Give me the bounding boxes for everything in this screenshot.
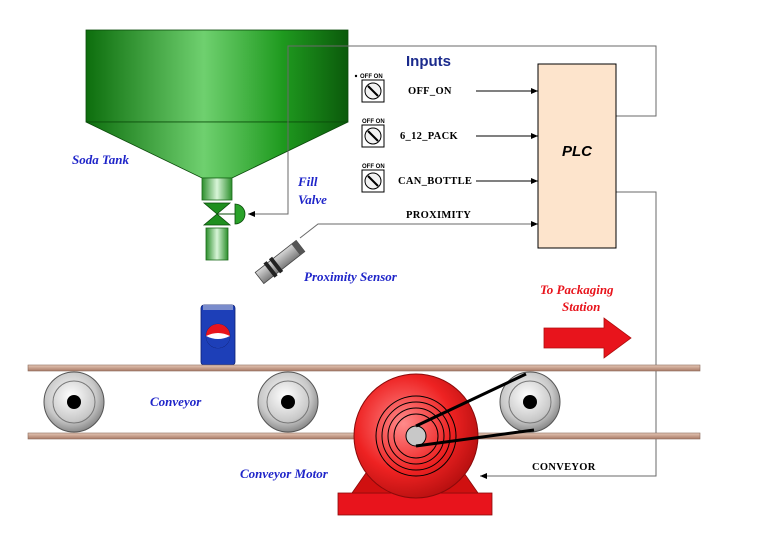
label-fill: Fill (297, 174, 318, 189)
label-valve: Valve (298, 192, 327, 207)
proximity-sensor (254, 239, 306, 285)
wiring (248, 45, 657, 479)
soda-can (200, 304, 236, 366)
conveyor-roller (43, 371, 105, 433)
label-proximity-sensor: Proximity Sensor (304, 269, 398, 284)
switch-indicator-dot (354, 74, 358, 78)
switch-off-on[interactable]: OFF ON (354, 74, 385, 103)
signal-can-bottle: CAN_BOTTLE (398, 176, 472, 187)
plc-label: PLC (562, 143, 593, 160)
switch-tag: OFF ON (362, 164, 385, 170)
signal-conveyor: CONVEYOR (532, 462, 596, 473)
label-station: Station (562, 299, 600, 314)
inputs-heading: Inputs (406, 53, 451, 70)
fill-valve (202, 202, 246, 261)
soda-tank (85, 29, 349, 201)
label-conveyor: Conveyor (150, 394, 202, 409)
right-arrow-icon (543, 317, 632, 359)
conveyor-motor (337, 372, 535, 516)
signal-proximity: PROXIMITY (406, 210, 471, 221)
signal-6-12-pack: 6_12_PACK (400, 131, 458, 142)
label-soda-tank: Soda Tank (72, 152, 129, 167)
switch-6-12-pack[interactable]: OFF ON (361, 119, 385, 148)
label-conveyor-motor: Conveyor Motor (240, 466, 329, 481)
switch-tag: OFF ON (360, 74, 383, 80)
label-to-packaging: To Packaging (540, 282, 614, 297)
switch-can-bottle[interactable]: OFF ON (361, 164, 385, 193)
conveyor-roller (499, 371, 561, 433)
switch-tag: OFF ON (362, 119, 385, 125)
signal-off-on: OFF_ON (408, 86, 452, 97)
plc-block: PLC (537, 63, 617, 249)
conveyor-roller (257, 371, 319, 433)
